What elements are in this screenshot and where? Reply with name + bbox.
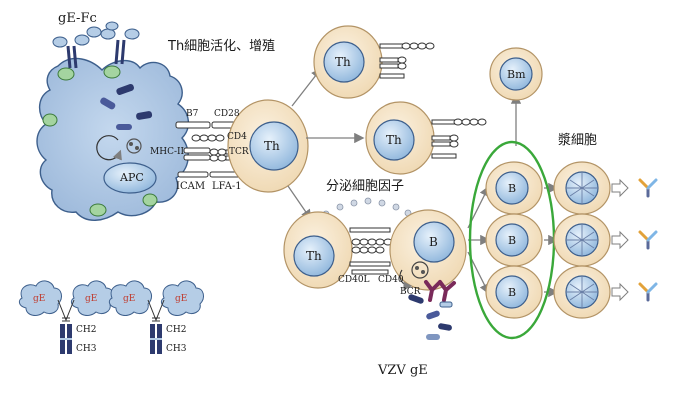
cytokine-label: 分泌細胞因子 [326, 179, 405, 194]
cytokine-dots [322, 197, 412, 218]
b-cell-activated [389, 209, 467, 291]
mhc2-label: MHC-II [150, 147, 185, 157]
b-label-2: B [508, 234, 517, 247]
antibody-icon [638, 178, 658, 302]
vzv-ge-antigen-icon [408, 294, 453, 340]
vzv-ge-label: VZV gE [378, 363, 428, 378]
cd4-label: CD4 [227, 132, 247, 142]
th-label-lower: Th [306, 249, 322, 263]
cd28-label: CD28 [214, 109, 240, 119]
bcr-receptor-icon [424, 280, 456, 302]
arrow-connectors [287, 67, 559, 298]
icam-label: ICAM [176, 181, 206, 192]
internalized-antigen-icon [399, 261, 429, 291]
b7-label: B7 [186, 109, 199, 119]
th-label-middle: Th [386, 133, 402, 147]
secretion-arrow-icon [611, 178, 629, 302]
tb-synapse [349, 227, 393, 275]
ge-fc-dimer-schematic [18, 280, 204, 354]
apc-label: APC [120, 171, 144, 184]
ch3-label-2: CH3 [166, 344, 187, 354]
plasma-cells [553, 161, 611, 319]
cd40-label: CD40 [378, 275, 404, 285]
bm-cell [489, 47, 543, 101]
th-activation-label: Th細胞活化、增殖 [168, 39, 276, 54]
ge-fc-label: gE-Fc [58, 11, 97, 26]
plasma-cell-label: 漿細胞 [558, 133, 598, 148]
fc-receptor-icon [42, 65, 158, 217]
bm-label: Bm [507, 68, 526, 81]
ge-fc-molecule-icon [52, 21, 140, 69]
bcr-label: BCR [400, 287, 421, 297]
th-cell-central [227, 99, 309, 193]
ge-domain-label-3: gE [123, 294, 136, 304]
ge-domain-label-1: gE [33, 294, 46, 304]
b-cells [485, 161, 543, 319]
th-cell-middle [365, 101, 487, 175]
b-label-activated: B [429, 235, 438, 249]
vesicle-icon [96, 83, 153, 161]
apc-nucleus [103, 162, 157, 194]
th-cell-top [313, 25, 435, 99]
ch3-label-1: CH3 [76, 344, 97, 354]
b-label-3: B [508, 286, 517, 299]
apc-cell [36, 57, 189, 221]
tcr-label: TCR [229, 147, 249, 157]
ge-domain-label-4: gE [175, 294, 188, 304]
b-label-1: B [508, 182, 517, 195]
cd40l-label: CD40L [338, 275, 370, 285]
ch2-label-2: CH2 [166, 325, 187, 335]
th-label-central: Th [264, 139, 280, 153]
th-label-top: Th [335, 55, 351, 69]
lfa1-label: LFA-1 [212, 181, 242, 192]
ge-domain-label-2: gE [85, 294, 98, 304]
ch2-label-1: CH2 [76, 325, 97, 335]
